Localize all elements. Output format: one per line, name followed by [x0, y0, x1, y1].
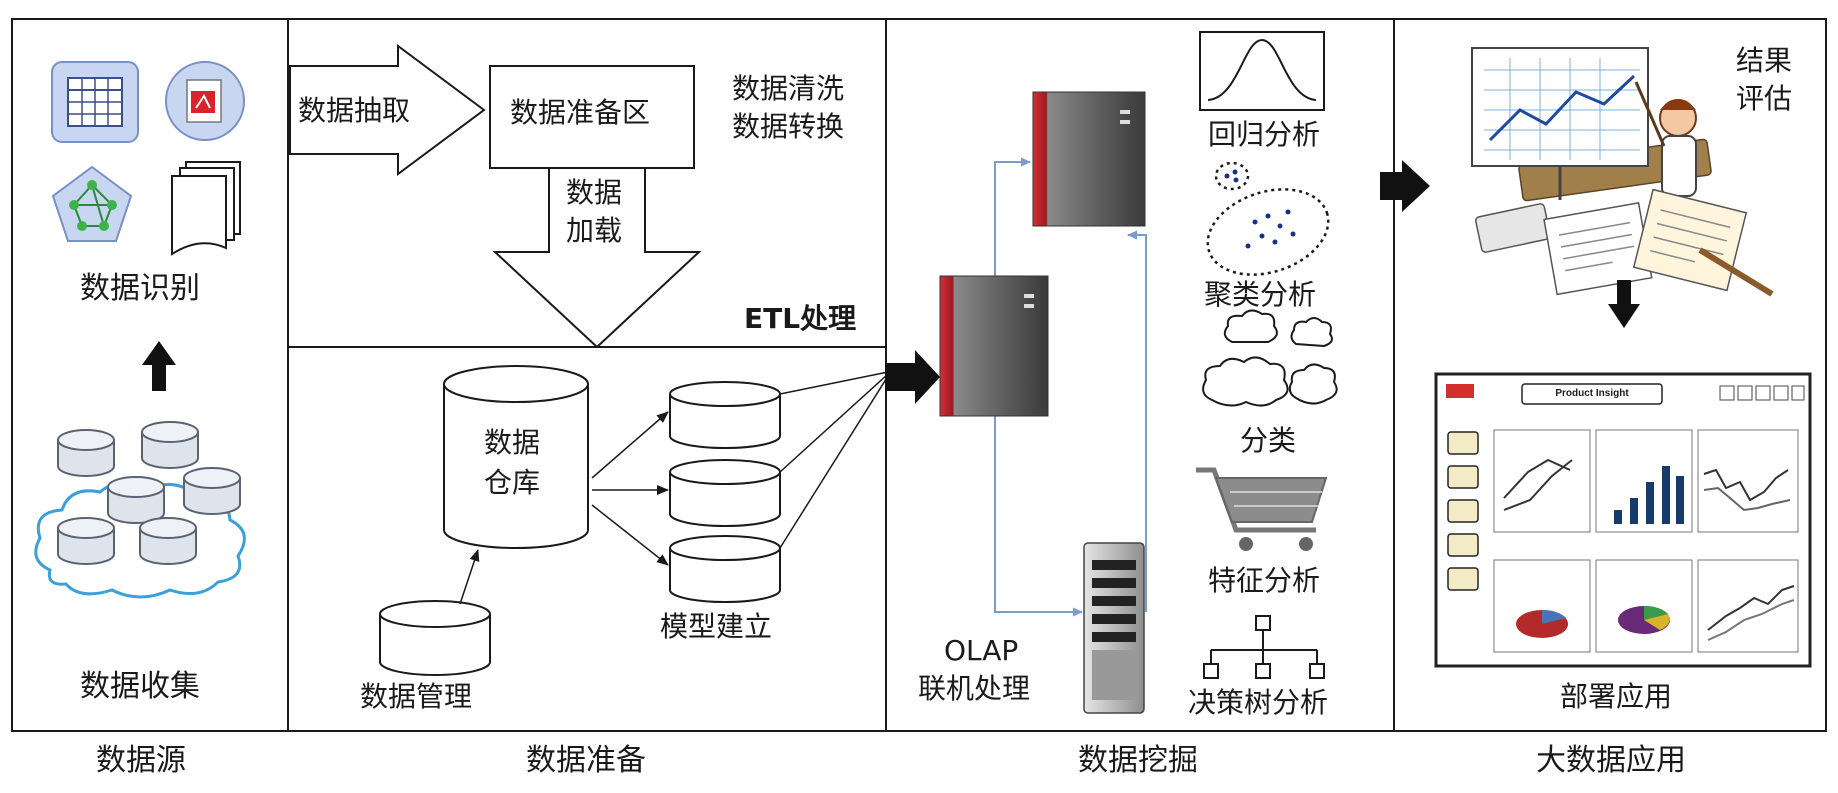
etl-label: ETL处理: [744, 302, 857, 335]
extract-label: 数据抽取: [298, 94, 411, 127]
regression-icon: [1199, 31, 1325, 111]
collect-label: 数据收集: [80, 669, 200, 704]
staging-area-box: [489, 65, 695, 169]
dashboard-title: Product Insight: [1555, 388, 1629, 399]
database-cylinders-icon: [57, 421, 241, 565]
management-to-warehouse-arrow: [459, 549, 480, 605]
clustering-label: 聚类分析: [1204, 278, 1317, 311]
rack-server-icon: [1083, 542, 1145, 714]
warehouse-cylinder-shape: [443, 365, 589, 549]
classification-label: 分类: [1240, 424, 1297, 457]
up-arrow-icon: [142, 341, 176, 391]
management-label: 数据管理: [360, 680, 473, 713]
deploy-label: 部署应用: [1560, 680, 1673, 713]
model-cylinders-shape: [669, 381, 781, 603]
management-cylinder-shape: [379, 600, 491, 676]
section-caption-application: 大数据应用: [1536, 743, 1686, 778]
section-caption-source: 数据源: [96, 743, 186, 778]
regression-label: 回归分析: [1208, 118, 1321, 151]
classification-clouds-icon: [1202, 309, 1338, 407]
analyst-figure: [1634, 81, 1697, 197]
section-caption-prepare: 数据准备: [526, 743, 646, 778]
evaluation-illustration: [1471, 47, 1774, 297]
pdf-file-icon: [165, 61, 245, 141]
network-graph-icon: [51, 165, 133, 242]
frame-application: [1393, 18, 1827, 732]
server-icon-top: [1032, 91, 1146, 227]
documents-stack-icon: [171, 161, 241, 256]
warehouse-label-line2: 仓库: [484, 466, 541, 499]
server-icon-middle: [939, 275, 1049, 417]
mining-to-application-arrow-icon: [1380, 160, 1430, 212]
load-arrow-shape: [492, 167, 702, 349]
warehouse-to-model-arrows: [591, 411, 669, 566]
decision-tree-label: 决策树分析: [1188, 686, 1329, 719]
shopping-cart-icon: [1196, 467, 1328, 551]
prepare-to-mining-arrow-icon: [885, 350, 940, 404]
olap-connectors: [994, 157, 1147, 617]
load-label-line1: 数据: [566, 176, 623, 209]
dashboard-thumbnail: [1434, 372, 1812, 668]
clean-label: 数据清洗: [732, 72, 845, 105]
clustering-icon: [1206, 161, 1330, 276]
feature-label: 特征分析: [1208, 564, 1321, 597]
load-label-line2: 加载: [566, 214, 623, 247]
modeling-label: 模型建立: [660, 610, 773, 643]
model-to-olap-lines: [779, 371, 889, 549]
identify-label: 数据识别: [80, 271, 200, 306]
extract-arrow-shape: [289, 44, 486, 176]
decision-tree-icon: [1203, 615, 1325, 679]
warehouse-label-line1: 数据: [484, 426, 541, 459]
section-caption-mining: 数据挖掘: [1078, 743, 1198, 778]
evaluate-label-line2: 评估: [1736, 82, 1793, 115]
cluster-points: [1224, 169, 1296, 249]
olap-label-line2: 联机处理: [918, 672, 1031, 705]
spreadsheet-icon: [51, 61, 139, 143]
olap-label-line1: OLAP: [944, 634, 1019, 667]
transform-label: 数据转换: [732, 110, 845, 143]
down-arrow-icon: [1608, 280, 1640, 328]
evaluate-label-line1: 结果: [1736, 44, 1793, 77]
staging-area-label: 数据准备区: [510, 96, 651, 129]
section-frames: [11, 18, 1827, 732]
